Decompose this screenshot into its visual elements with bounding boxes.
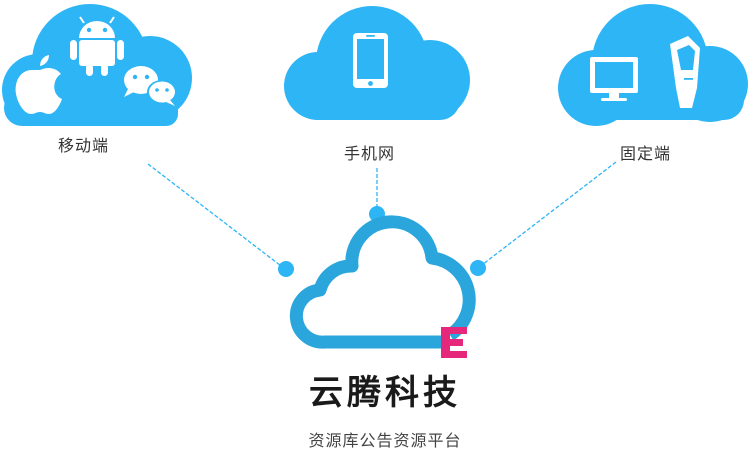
apple-icon: [15, 55, 62, 114]
connector-mobile: [147, 163, 286, 270]
label-fixed: 固定端: [620, 144, 672, 163]
kiosk-icon: [670, 36, 700, 108]
brand-logo: [289, 215, 476, 358]
label-mobile: 移动端: [58, 136, 110, 155]
connector-dot-mobile: [278, 261, 294, 277]
wechat-icon: [124, 66, 177, 106]
android-icon: [70, 16, 124, 76]
monitor-icon: [590, 57, 638, 101]
cloud-fixed: [558, 4, 748, 126]
logo-letter-e: [441, 327, 467, 358]
brand-tagline: 资源库公告资源平台: [308, 431, 462, 450]
connector-fixed: [477, 161, 617, 269]
connector-dot-fixed: [470, 260, 486, 276]
smartphone-icon: [353, 33, 388, 88]
label-phone-web: 手机网: [344, 144, 396, 163]
brand-name: 云腾科技: [309, 373, 461, 413]
